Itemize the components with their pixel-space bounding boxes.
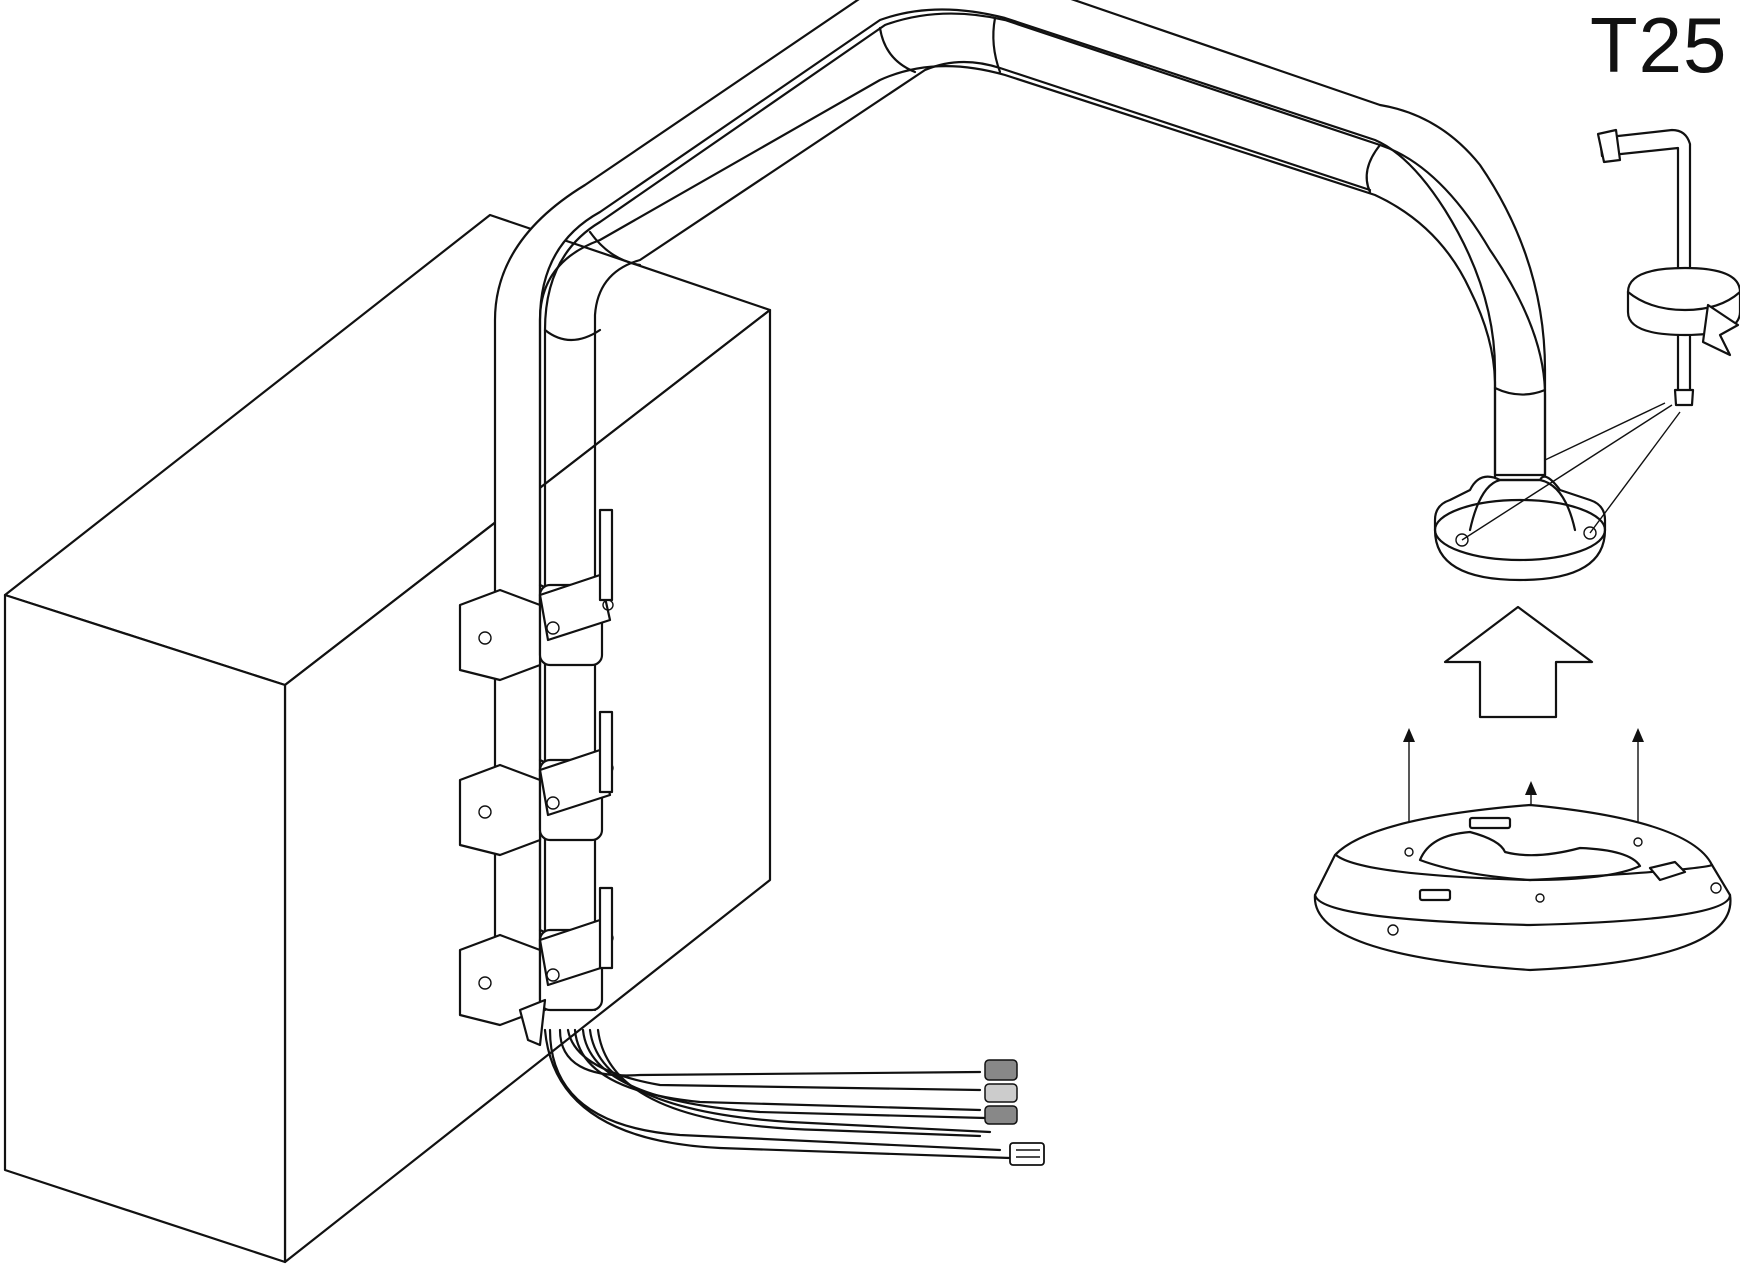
wall-box-icon — [3, 213, 772, 1264]
mount-base-icon — [1433, 402, 1681, 582]
rotation-arrow-icon — [1626, 266, 1740, 357]
connector-3-icon — [984, 1105, 1018, 1125]
wall-clamp-middle — [458, 710, 614, 857]
tool-size-label: T25 — [1590, 1, 1728, 89]
cable-bundle-icon — [543, 1028, 1045, 1166]
mounting-plate-icon — [1313, 803, 1732, 972]
wall-clamp-top — [458, 508, 614, 682]
connector-1-icon — [984, 1059, 1018, 1081]
wall-clamp-icon — [458, 508, 614, 1047]
rj45-plug-icon — [1009, 1142, 1045, 1166]
up-arrow-icon — [1443, 605, 1594, 719]
connector-2-icon — [984, 1083, 1018, 1103]
wall-clamp-bottom — [458, 886, 614, 1047]
